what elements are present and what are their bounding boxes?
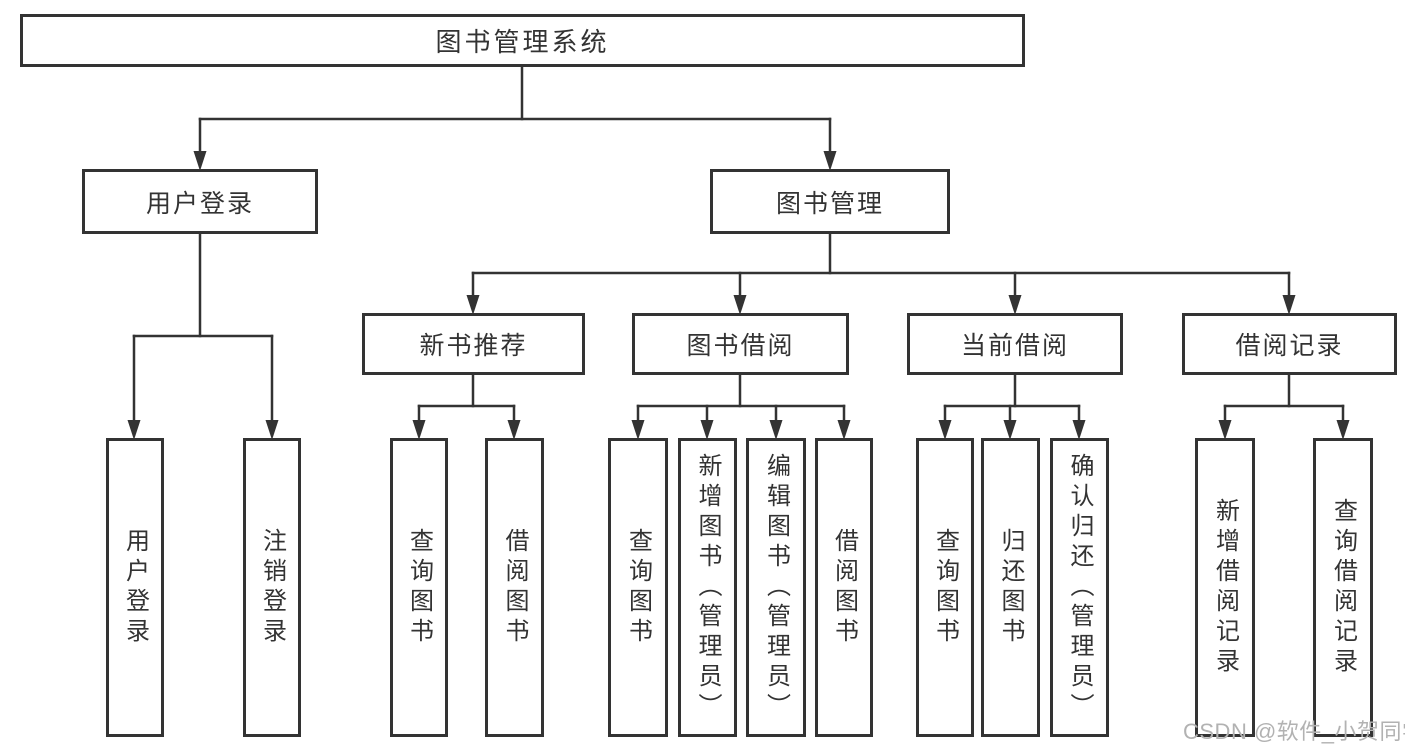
node-current-borrow: 当前借阅 [907, 313, 1123, 375]
leaf-bb-edit-books-admin: 编辑图书（管理员） [746, 438, 806, 737]
leaf-user-login: 用户登录 [106, 438, 164, 737]
node-user-login: 用户登录 [82, 169, 318, 234]
leaf-cb-confirm-return-admin: 确认归还（管理员） [1050, 438, 1109, 737]
leaf-bb-query-books: 查询图书 [608, 438, 668, 737]
leaf-nbr-query-books: 查询图书 [390, 438, 448, 737]
node-book-management: 图书管理 [710, 169, 950, 234]
leaf-logout-login: 注销登录 [243, 438, 301, 737]
node-new-book-recommend: 新书推荐 [362, 313, 585, 375]
leaf-br-add-record: 新增借阅记录 [1195, 438, 1255, 737]
csdn-watermark: CSDN @软件_小贺同学 [1183, 719, 1405, 744]
node-borrow-record: 借阅记录 [1182, 313, 1397, 375]
leaf-cb-return-books: 归还图书 [981, 438, 1040, 737]
node-book-borrow: 图书借阅 [632, 313, 849, 375]
leaf-nbr-borrow-books: 借阅图书 [485, 438, 544, 737]
node-root-system: 图书管理系统 [20, 14, 1025, 67]
leaf-bb-borrow-books: 借阅图书 [815, 438, 873, 737]
leaf-bb-add-books-admin: 新增图书（管理员） [678, 438, 737, 737]
leaf-br-query-record: 查询借阅记录 [1313, 438, 1373, 737]
leaf-cb-query-books: 查询图书 [916, 438, 974, 737]
